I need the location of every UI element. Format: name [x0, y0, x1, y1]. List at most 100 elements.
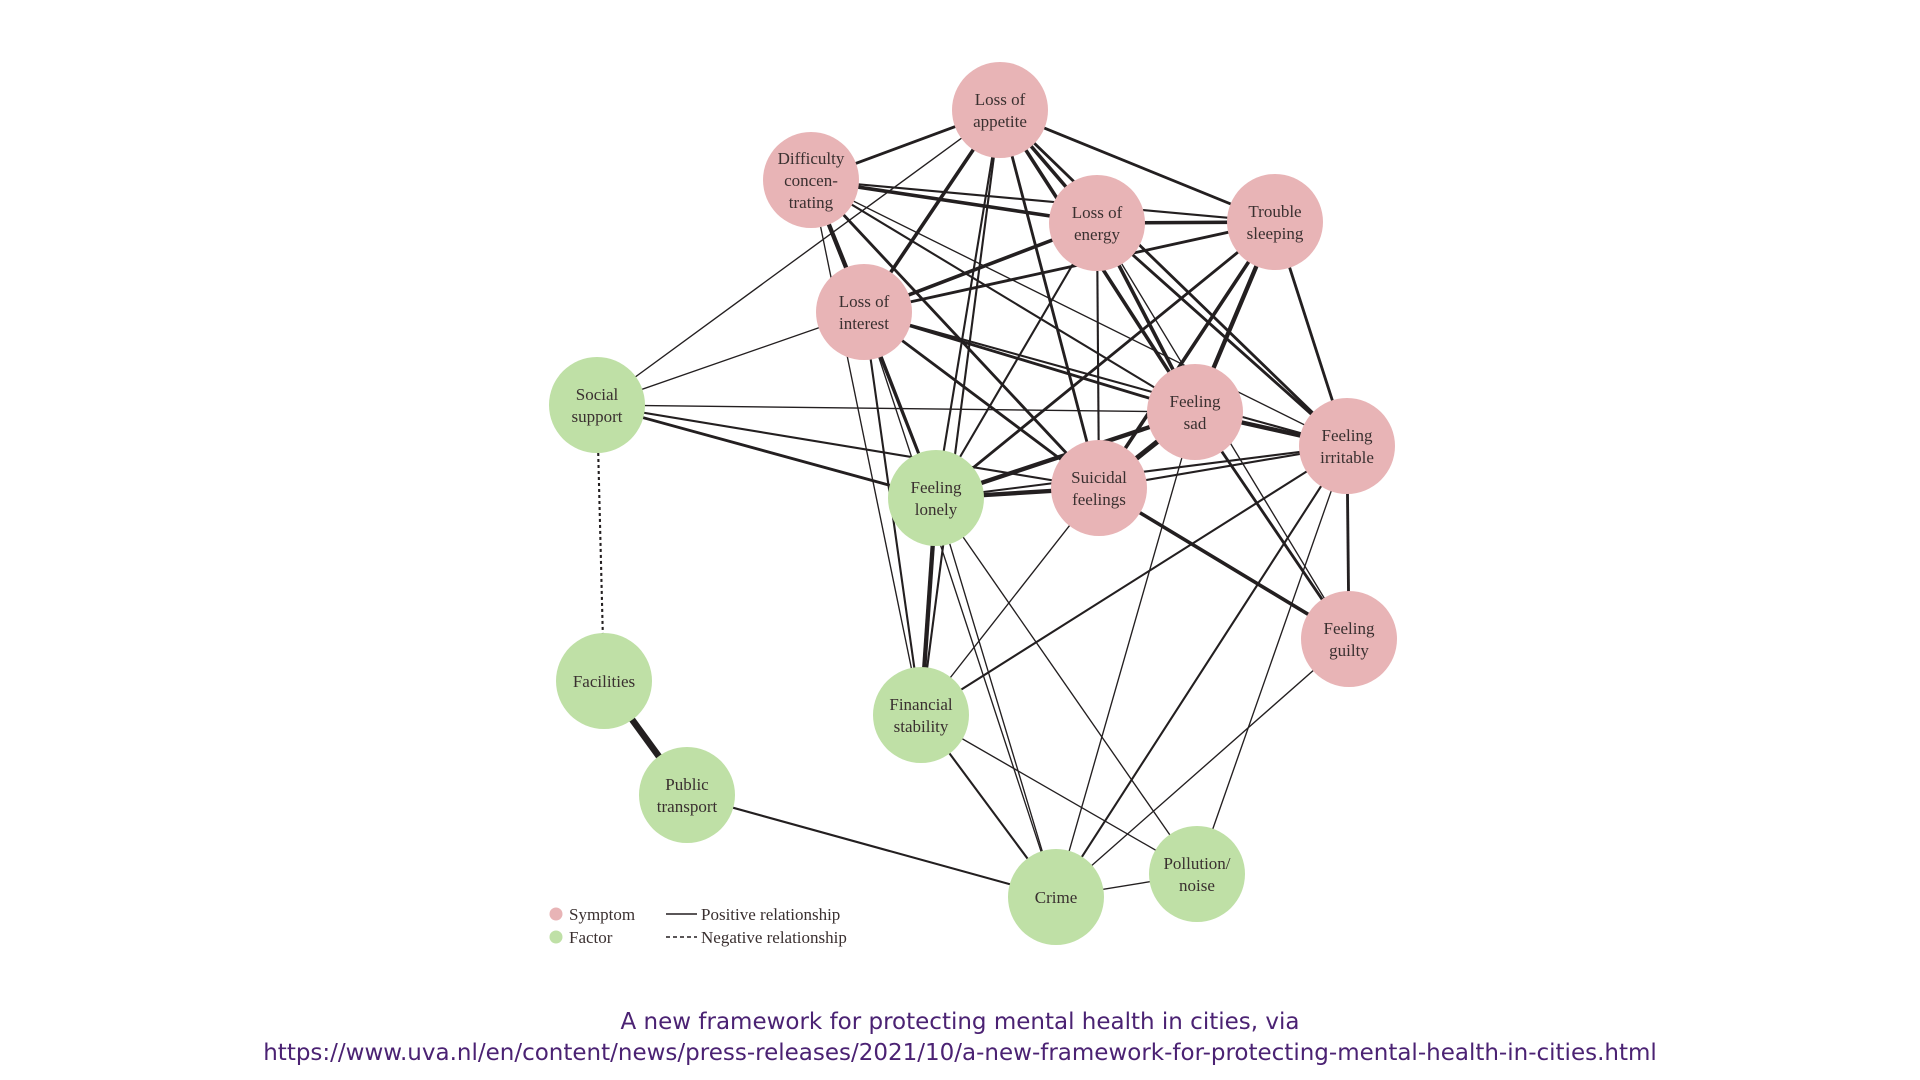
edge-concentrating-sleeping — [810, 178, 1276, 224]
node-label-lonely: Feeling — [911, 478, 962, 497]
node-concentrating: Difficulty concen-trating — [763, 132, 859, 228]
edge-appetite-financial — [919, 109, 1002, 716]
node-circle-financial — [873, 667, 969, 763]
node-circle-interest — [816, 264, 912, 360]
node-energy: Loss of energy — [1049, 175, 1145, 271]
node-sleeping: Trouble sleeping — [1227, 174, 1323, 270]
edge-concentrating-sad — [810, 179, 1196, 413]
node-label-sad: Feeling — [1170, 392, 1221, 411]
node-circle-sleeping — [1227, 174, 1323, 270]
edge-concentrating-suicidal — [809, 179, 1101, 489]
edge-energy-irritable — [1096, 221, 1348, 448]
node-appetite: Loss of appetite — [952, 62, 1048, 158]
edge-sleeping-lonely — [935, 220, 1276, 500]
node-circle-lonely — [888, 450, 984, 546]
node-label-social: Social — [576, 385, 619, 404]
node-lonely: Feeling lonely — [888, 450, 984, 546]
node-label-energy: Loss of — [1072, 203, 1123, 222]
legend-factor-label: Factor — [569, 928, 613, 947]
node-sad: Feeling sad — [1147, 364, 1243, 460]
edge-appetite-social — [596, 109, 1001, 406]
legend: Symptom Factor Positive relationship Neg… — [549, 905, 847, 947]
node-guilty: Feeling guilty — [1301, 591, 1397, 687]
edge-suicidal-financial — [920, 487, 1100, 716]
node-circle-pollution — [1149, 826, 1245, 922]
edge-interest-sad — [863, 310, 1196, 414]
node-label-appetite: Loss of — [975, 90, 1026, 109]
caption-title: A new framework for protecting mental he… — [620, 1009, 1300, 1035]
node-circle-crime — [1008, 849, 1104, 945]
edge-concentrating-irritable — [810, 179, 1348, 447]
node-label-concentrating: Difficulty — [778, 149, 845, 168]
node-label-pollution: Pollution/ — [1163, 854, 1230, 873]
node-circle-concentrating — [763, 132, 859, 228]
node-suicidal: Suicidal feelings — [1051, 440, 1147, 536]
node-circle-guilty — [1301, 591, 1397, 687]
edge-suicidal-guilty — [1098, 486, 1350, 641]
node-label-irritable: irritable — [1320, 448, 1374, 467]
node-label-guilty: guilty — [1329, 641, 1369, 660]
edge-irritable-financial — [920, 445, 1348, 716]
caption-url[interactable]: https://www.uva.nl/en/content/news/press… — [263, 1040, 1657, 1066]
node-circle-appetite — [952, 62, 1048, 158]
node-label-suicidal: feelings — [1072, 490, 1126, 509]
node-layer: Loss ofappetiteDifficultyconcen-tratingL… — [549, 62, 1397, 945]
edge-energy-lonely — [935, 222, 1098, 499]
edge-appetite-lonely — [934, 109, 1002, 499]
node-label-concentrating: concen- — [784, 171, 838, 190]
edge-lonely-pollution — [935, 497, 1198, 875]
edge-sad-crime — [1055, 411, 1196, 898]
node-label-facilities: Facilities — [573, 672, 635, 691]
edge-appetite-irritable — [999, 108, 1348, 448]
node-irritable: Feeling irritable — [1299, 398, 1395, 494]
edge-transport-crime — [686, 793, 1057, 899]
node-label-transport: transport — [657, 797, 718, 816]
edge-guilty-crime — [1055, 638, 1350, 898]
node-interest: Loss of interest — [816, 264, 912, 360]
node-label-sleeping: Trouble — [1248, 202, 1301, 221]
node-label-crime: Crime — [1035, 888, 1078, 907]
node-label-interest: interest — [839, 314, 889, 333]
node-label-sleeping: sleeping — [1247, 224, 1304, 243]
node-financial: Financial stability — [873, 667, 969, 763]
node-label-financial: Financial — [889, 695, 953, 714]
edge-appetite-sleeping — [999, 108, 1276, 224]
node-label-social: support — [572, 407, 623, 426]
legend-negative-label: Negative relationship — [701, 928, 847, 947]
node-circle-irritable — [1299, 398, 1395, 494]
node-crime: Crime — [1008, 849, 1104, 945]
edge-lonely-crime — [935, 497, 1057, 898]
edge-concentrating-energy — [810, 178, 1098, 225]
edge-interest-crime — [863, 311, 1057, 898]
edge-irritable-crime — [1055, 445, 1348, 898]
edge-interest-irritable — [863, 310, 1348, 448]
node-label-concentrating: trating — [789, 193, 834, 212]
node-pollution: Pollution/noise — [1149, 826, 1245, 922]
edge-sad-social — [596, 404, 1196, 413]
node-circle-social — [549, 357, 645, 453]
node-label-guilty: Feeling — [1324, 619, 1375, 638]
legend-symptom-label: Symptom — [569, 905, 635, 924]
node-label-suicidal: Suicidal — [1071, 468, 1127, 487]
node-label-energy: energy — [1074, 225, 1120, 244]
node-label-sad: sad — [1184, 414, 1207, 433]
edge-sleeping-interest — [863, 220, 1276, 314]
node-label-appetite: appetite — [973, 112, 1027, 131]
edge-financial-pollution — [920, 714, 1198, 875]
legend-factor-swatch — [549, 930, 563, 944]
node-label-irritable: Feeling — [1322, 426, 1373, 445]
legend-symptom-swatch — [549, 907, 563, 921]
edge-concentrating-financial — [810, 179, 922, 716]
node-label-lonely: lonely — [915, 500, 958, 519]
node-label-interest: Loss of — [839, 292, 890, 311]
edge-suicidal-social — [596, 403, 1100, 490]
node-label-pollution: noise — [1179, 876, 1215, 895]
node-label-financial: stability — [894, 717, 949, 736]
node-circle-sad — [1147, 364, 1243, 460]
edge-social-lonely — [596, 403, 937, 500]
node-circle-facilities — [556, 633, 652, 729]
node-circle-suicidal — [1051, 440, 1147, 536]
node-facilities: Facilities — [556, 633, 652, 729]
